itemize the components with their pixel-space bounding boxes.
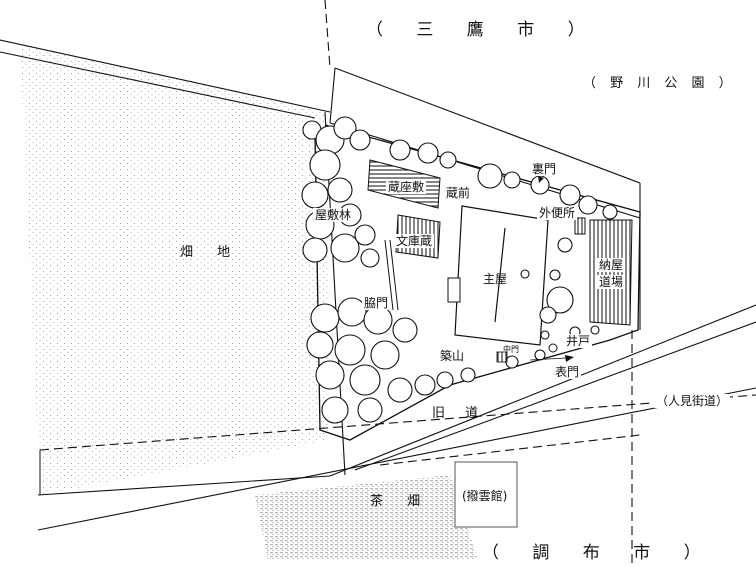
south-region-label: （ 調 布 市 ） (482, 543, 715, 563)
outhouse-label: 外便所 (537, 206, 578, 220)
field-area (20, 45, 330, 495)
inner-gate-label: 中門 (503, 345, 519, 354)
storehouse-label: 蔵座敷 (386, 180, 427, 194)
inner-gate-marker (496, 351, 508, 363)
compound-wall (314, 124, 641, 441)
pavilion-building (454, 461, 518, 528)
park-label: （ 野 川 公 園 ） (583, 76, 737, 91)
barn-label: 納屋 (597, 258, 626, 272)
old-road-label: 旧 道 (432, 406, 487, 421)
woods-label: 屋敷林 (313, 208, 354, 222)
field-label: 畑 地 (180, 245, 241, 260)
pavilion-label: (撥雲館) (462, 489, 508, 503)
dashed-boundaries (39, 0, 756, 567)
main-house-label: 主屋 (483, 272, 508, 286)
side-gate-label: 脇門 (362, 296, 391, 310)
front-gate-label: 表門 (553, 365, 582, 379)
outhouse-building (574, 217, 586, 235)
dojo-label: 道場 (597, 275, 626, 289)
library-store-label: 文庫蔵 (394, 234, 435, 248)
north-region-label: （ 三 鷹 市 ） (366, 20, 599, 40)
back-gate-label: 裏門 (530, 162, 559, 176)
back-gate-arrow-icon (538, 176, 544, 183)
trees (301, 116, 618, 424)
hill-label: 築山 (438, 349, 467, 363)
street-label: （人見街道） (654, 394, 731, 408)
front-of-store-label: 蔵前 (444, 186, 473, 200)
well-marker (548, 343, 558, 353)
front-gate-arrow-icon (565, 355, 574, 362)
barn-building (589, 219, 633, 326)
tea-field-area (255, 475, 478, 560)
tea-field-label: 茶 畑 (370, 494, 431, 509)
well-label: 井戸 (564, 334, 593, 348)
